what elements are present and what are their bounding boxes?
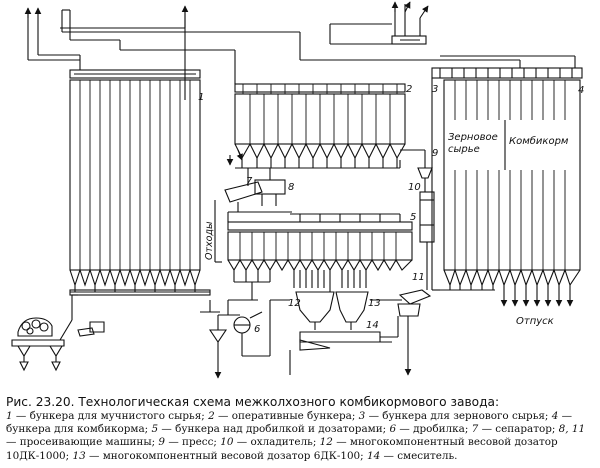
legend-item-number: 5 — [151, 423, 159, 436]
bunker-group-3-4 — [431, 67, 583, 307]
legend-item-number: 3 — [358, 410, 366, 422]
feed-label: Комбикорм — [509, 135, 569, 147]
legend-item: 3 — бункера для зернового сырья; — [359, 410, 552, 422]
legend-item: 12 — многокомпонентный весовой дозатор 1… — [6, 436, 558, 461]
legend-item: 13 — многокомпонентный весовой дозатор 6… — [72, 450, 367, 462]
waste-label: Отходы — [204, 221, 215, 260]
figure-label: Рис. 23.20. — [6, 395, 75, 409]
label-13: 13 — [368, 298, 381, 309]
legend-item: 4 — бункера для комбикорма; — [6, 410, 572, 435]
grain-raw-label-line1: Зерновое — [448, 132, 498, 143]
legend-item-number: 6 — [389, 423, 397, 436]
legend-item-number: 2 — [208, 410, 215, 422]
legend-item-text: — оперативные бункера; — [214, 410, 359, 422]
press-and-cooler — [417, 160, 435, 290]
legend-item-text: — охладитель; — [233, 436, 320, 449]
label-9: 9 — [432, 148, 438, 159]
legend-item: 7 — сепаратор; — [472, 423, 559, 435]
sieve-11-and-mixer — [299, 289, 432, 376]
label-3: 3 — [432, 84, 438, 95]
figure-title: Технологическая схема межколхозного комб… — [78, 395, 500, 409]
legend-item-text: — бункера для мучнистого сырья; — [12, 410, 209, 422]
bunker-group-2 — [234, 83, 426, 169]
truck-unload — [11, 294, 105, 372]
legend-item: 9 — пресс; — [158, 436, 220, 448]
legend-item: 10 — охладитель; — [220, 436, 319, 448]
legend-item-number: 7 — [471, 423, 479, 436]
figure-caption: Рис. 23.20. Технологическая схема межкол… — [6, 394, 596, 463]
label-5: 5 — [410, 212, 416, 223]
label-1: 1 — [198, 92, 204, 103]
label-2: 2 — [406, 84, 412, 95]
doser-feed-lines — [293, 270, 402, 330]
legend-item: 8, 11 — просеивающие машины; — [6, 423, 585, 448]
legend-item-number: 4 — [551, 410, 559, 422]
legend-item-number: 10 — [220, 436, 234, 449]
legend-item-text: — бункера для комбикорма; — [6, 410, 573, 436]
process-flow-diagram: 1 2 3 4 5 6 7 8 9 10 11 12 13 14 Зерново… — [11, 1, 584, 379]
return-lines — [200, 149, 291, 375]
legend-item: 6 — дробилка; — [389, 423, 471, 435]
legend-item-text: — бункера над дробилкой и дозаторами; — [158, 423, 390, 436]
equipment-labels: 1 2 3 4 5 6 7 8 9 10 11 12 13 14 Зерново… — [198, 84, 584, 335]
legend-item-number: 14 — [366, 449, 381, 462]
legend-item: 1 — бункера для мучнистого сырья; — [6, 410, 208, 422]
legend-item: 5 — бункера над дробилкой и дозаторами; — [151, 423, 389, 435]
legend-item-text: — бункера для зернового сырья; — [365, 410, 552, 422]
figure-title-line: Рис. 23.20. Технологическая схема межкол… — [6, 394, 596, 410]
legend-item: 14 — смеситель. — [367, 450, 457, 462]
legend-item-text: — многокомпонентный весовой дозатор 10ДК… — [6, 436, 558, 462]
label-10: 10 — [408, 182, 421, 193]
legend-item-number: 12 — [319, 436, 333, 449]
legend-item-number: 1 — [6, 410, 13, 422]
crusher-area — [208, 299, 290, 379]
separator-and-sieve — [214, 168, 292, 263]
legend-item: 2 — оперативные бункера; — [208, 410, 359, 422]
legend-item-text: — пресс; — [165, 436, 221, 449]
label-8: 8 — [288, 182, 294, 193]
legend-item-text: — сепаратор; — [478, 423, 559, 436]
label-11: 11 — [412, 272, 425, 283]
legend-item-number: 13 — [72, 449, 86, 462]
inlet-pipes — [24, 1, 576, 100]
shipment-label: Отпуск — [516, 316, 554, 327]
grain-raw-label-line2: сырье — [448, 144, 480, 155]
legend-items: 1 — бункера для мучнистого сырья; 2 — оп… — [6, 410, 585, 462]
legend-item-number: 9 — [158, 436, 166, 449]
label-12: 12 — [288, 298, 301, 309]
label-6: 6 — [254, 324, 260, 335]
label-7: 7 — [246, 176, 253, 187]
label-4: 4 — [578, 85, 584, 96]
legend-item-text: — просеивающие машины; — [6, 436, 159, 449]
legend-item-number: 8, 11 — [558, 423, 586, 436]
legend-item-text: — многокомпонентный весовой дозатор 6ДК-… — [85, 449, 367, 462]
bunker-group-1 — [69, 69, 211, 296]
legend-item-text: — смеситель. — [380, 449, 458, 462]
legend-item-text: — дробилка; — [396, 423, 472, 436]
label-14: 14 — [366, 320, 379, 331]
